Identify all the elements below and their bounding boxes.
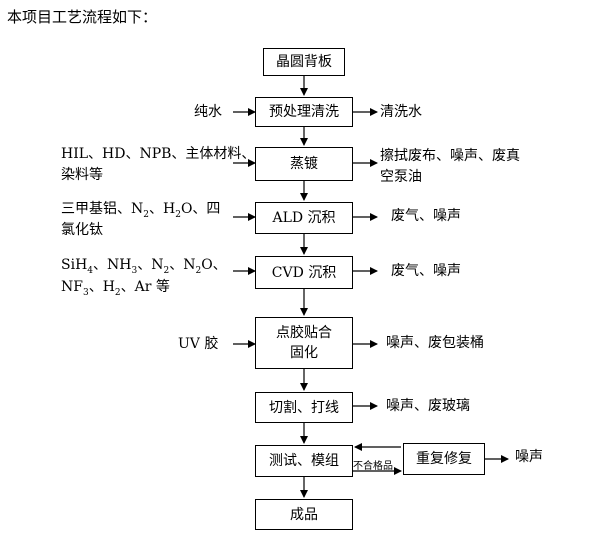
step-label: CVD 沉积 (271, 264, 337, 281)
output-evaporation-waste-line2: 空泵油 (380, 169, 422, 185)
output-cutting-waste: 噪声、废玻璃 (386, 398, 470, 414)
step-label: 切割、打线 (269, 399, 339, 416)
input-cvd-gases-line2: NF3、H2、Ar 等 (61, 279, 170, 298)
input-ald-precursors-line1: 三甲基铝、N2、H2O、四 (61, 201, 221, 220)
step-pretreatment-cleaning: 预处理清洗 (255, 97, 353, 127)
input-pure-water: 纯水 (194, 104, 222, 120)
step-finished-product: 成品 (255, 499, 353, 530)
output-evaporation-waste-line1: 擦拭废布、噪声、废真 (380, 148, 520, 164)
step-label: 预处理清洗 (269, 104, 339, 120)
input-evaporation-materials-line2: 染料等 (61, 167, 103, 183)
step-dispensing-bonding-curing: 点胶贴合 固化 (255, 317, 353, 369)
output-repair-noise: 噪声 (515, 449, 543, 465)
step-label-line2: 固化 (290, 345, 318, 361)
step-label: 晶圆背板 (276, 54, 332, 70)
page-heading: 本项目工艺流程如下： (7, 8, 158, 26)
step-label: 成品 (290, 506, 318, 523)
step-label: 蒸镀 (290, 156, 318, 172)
input-evaporation-materials-line1: HIL、HD、NPB、主体材料、 (61, 146, 256, 162)
step-cvd-deposition: CVD 沉积 (255, 256, 353, 289)
step-label: 测试、模组 (269, 453, 339, 469)
step-label-line1: 点胶贴合 (276, 325, 332, 341)
output-glue-waste: 噪声、废包装桶 (386, 335, 484, 351)
label-unqualified-product: 不合格品 (353, 461, 393, 472)
input-uv-glue: UV 胶 (178, 336, 219, 352)
step-evaporation: 蒸镀 (255, 147, 353, 181)
step-label: 重复修复 (416, 451, 472, 467)
output-clean-water: 清洗水 (380, 104, 422, 120)
step-testing-module: 测试、模组 (255, 445, 353, 477)
output-ald-waste: 废气、噪声 (391, 208, 461, 224)
input-cvd-gases-line1: SiH4、NH3、N2、N2O、 (61, 257, 227, 276)
step-wafer-backplate: 晶圆背板 (263, 48, 345, 76)
step-label: ALD 沉积 (272, 210, 336, 226)
step-repair: 重复修复 (403, 443, 485, 475)
input-ald-precursors-line2: 氯化钛 (61, 222, 103, 238)
output-cvd-waste: 废气、噪声 (391, 263, 461, 279)
step-cutting-wire-bonding: 切割、打线 (255, 392, 353, 423)
step-ald-deposition: ALD 沉积 (255, 202, 353, 234)
